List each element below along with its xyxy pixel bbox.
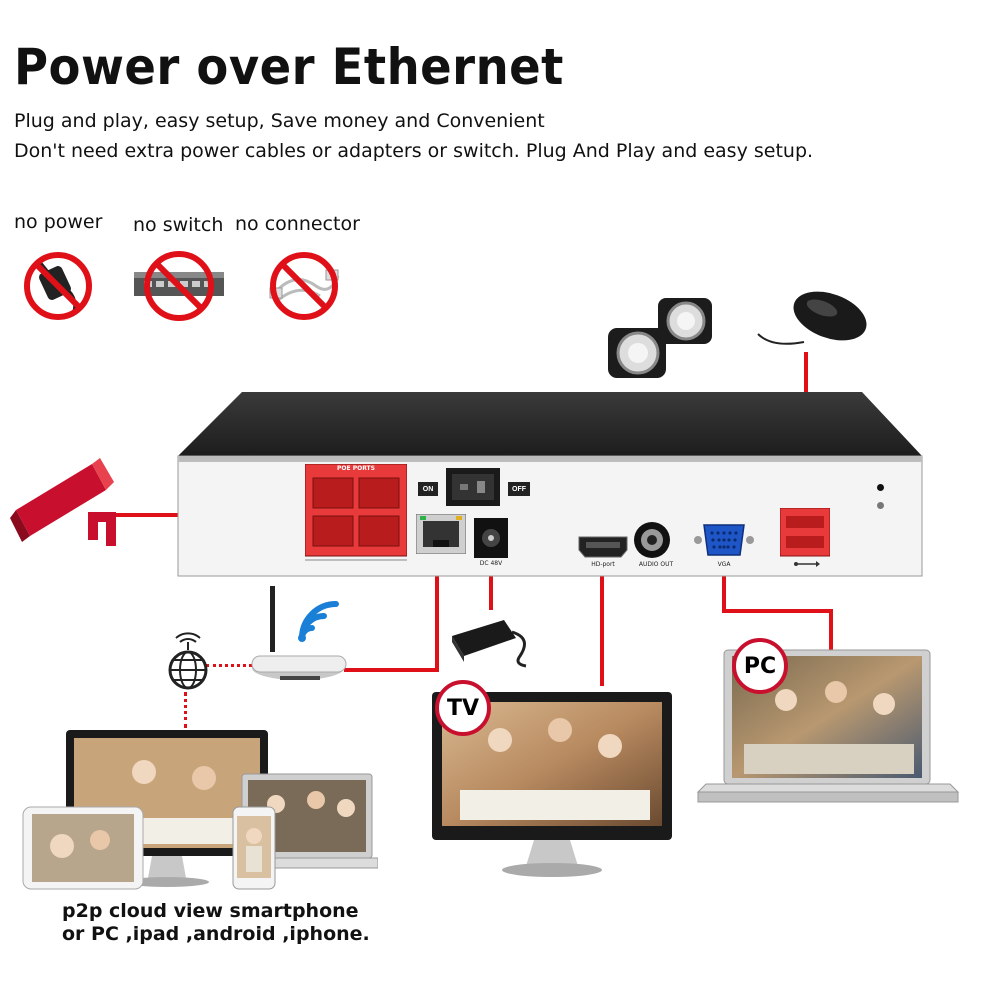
usb-ports <box>780 508 830 557</box>
usb-symbol-icon <box>794 561 820 567</box>
dc-power-jack <box>474 518 508 558</box>
security-camera-icon <box>10 458 116 546</box>
dc-port-label: DC 48V <box>479 560 503 567</box>
hdmi-port <box>578 536 628 558</box>
switch-off-label: OFF <box>508 482 530 496</box>
pc-badge: PC <box>732 638 788 694</box>
lan-port <box>416 514 466 554</box>
wifi-signal-icon <box>298 601 339 642</box>
wire-vga-horizontal <box>722 609 832 613</box>
tv-badge: TV <box>435 680 491 736</box>
power-adapter-icon <box>452 620 527 668</box>
tablet-icon <box>22 806 144 890</box>
no-power-icon <box>24 252 92 320</box>
wire-vga-to-pc <box>829 609 833 651</box>
no-connector-icon <box>269 252 340 320</box>
wire-vga-down <box>722 570 726 612</box>
poe-ports <box>305 464 407 561</box>
page-title: Power over Ethernet <box>14 38 564 96</box>
power-switch <box>446 468 500 506</box>
no-power-label: no power <box>14 211 103 233</box>
vga-port-label: VGA <box>717 561 731 568</box>
internet-globe-icon <box>168 632 208 690</box>
dotted-link-internet-devices <box>184 692 187 728</box>
no-switch-label: no switch <box>133 214 224 236</box>
dotted-link-router-internet <box>206 664 252 667</box>
poe-ports-label: POE PORTS <box>337 465 375 472</box>
no-switch-icon <box>134 251 224 321</box>
subtitle-line-2: Don't need extra power cables or adapter… <box>14 140 814 162</box>
smartphone-icon <box>232 806 276 890</box>
speakers-icon <box>608 298 712 378</box>
status-led <box>877 484 884 491</box>
subtitle-line-1: Plug and play, easy setup, Save money an… <box>14 110 545 132</box>
reset-hole <box>877 502 884 509</box>
audio-out-port <box>634 522 670 558</box>
no-connector-label: no connector <box>235 213 360 235</box>
mouse-icon <box>757 291 867 345</box>
wire-lan-to-router <box>344 668 439 672</box>
wire-lan-down <box>435 570 439 670</box>
tv-monitor <box>432 692 672 877</box>
switch-on-label: ON <box>418 482 438 496</box>
audio-out-label: AUDIO OUT <box>638 561 674 568</box>
wire-power-to-dc <box>489 570 493 610</box>
vga-port <box>694 524 754 556</box>
hdmi-port-label: HD-port <box>591 561 615 568</box>
wifi-router-icon <box>251 586 347 680</box>
caption-line-2: or PC ,ipad ,android ,iphone. <box>62 923 370 945</box>
wire-hdmi-to-tv <box>600 570 604 686</box>
caption-line-1: p2p cloud view smartphone <box>62 900 359 922</box>
